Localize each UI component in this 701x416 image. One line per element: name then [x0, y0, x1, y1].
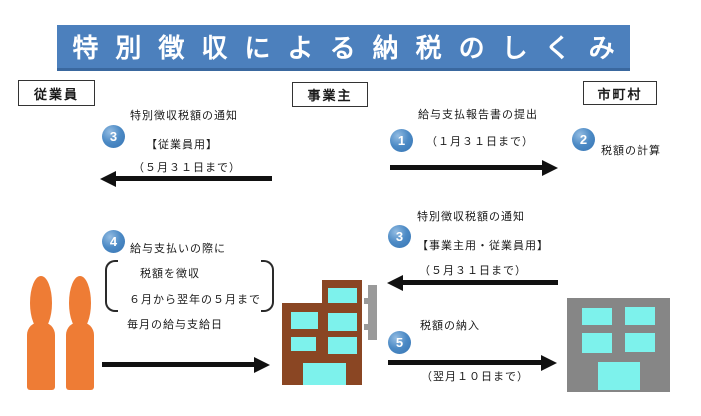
entity-label-employee: 従業員 [33, 86, 79, 102]
window [625, 333, 655, 352]
step-2-badge: 2 [572, 128, 595, 151]
employee-person-icon [26, 276, 56, 390]
step-3-employer-badge: 3 [388, 225, 411, 248]
step-5-deadline: （翌月１０日まで） [421, 371, 529, 383]
person-head [30, 276, 52, 330]
entity-box-employer: 事業主 [292, 82, 368, 107]
step-5-label: 税額の納入 [420, 320, 480, 332]
entity-box-municipality: 市町村 [583, 81, 657, 105]
step-3-employer-label: 特別徴収税額の通知 [417, 211, 525, 223]
arrow-step1 [390, 160, 558, 176]
window [625, 307, 655, 325]
employer-building-icon [282, 280, 378, 392]
arrow-step5 [388, 355, 557, 371]
step-5-badge: 5 [388, 331, 411, 354]
window [291, 337, 316, 351]
entrance-door [598, 362, 640, 390]
step-4-bracket-line2: ６月から翌年の５月まで [129, 294, 261, 306]
arrow-step4 [102, 357, 270, 373]
step-1-deadline: （１月３１日まで） [426, 136, 534, 148]
entity-box-employee: 従業員 [18, 80, 95, 106]
arrowhead-right-icon [542, 160, 558, 176]
step-3-employee-label: 特別徴収税額の通知 [130, 110, 238, 122]
bracket-right-icon [261, 260, 274, 312]
municipality-building-icon [567, 298, 670, 392]
step-3-employee-deadline: （５月３１日まで） [133, 162, 241, 174]
entity-label-municipality: 市町村 [597, 86, 643, 102]
bracket-left-icon [105, 260, 118, 312]
page-title: 特別徴収による納税のしくみ [72, 33, 632, 63]
step-3-employee-target: 【従業員用】 [146, 139, 218, 151]
entrance-door [303, 363, 346, 385]
arrowhead-left-icon [100, 171, 116, 187]
arrow-step3-employer [387, 275, 558, 291]
step-3-employee-badge: 3 [102, 125, 125, 148]
person-body [27, 322, 55, 390]
window [582, 308, 612, 325]
person-body [66, 322, 94, 390]
step-3-employer-deadline: （５月３１日まで） [419, 265, 527, 277]
step-4-schedule: 毎月の給与支給日 [127, 319, 223, 331]
step-2-label: 税額の計算 [601, 145, 661, 157]
sign-pole [368, 285, 377, 340]
step-1-label: 給与支払報告書の提出 [418, 109, 538, 121]
arrowhead-left-icon [387, 275, 403, 291]
step-4-badge: 4 [102, 230, 125, 253]
step-4-bracket-line1: 税額を徴収 [140, 268, 200, 280]
step-4-label: 給与支払いの際に [130, 243, 226, 255]
window [328, 337, 357, 354]
entity-label-employer: 事業主 [307, 88, 353, 103]
arrowhead-right-icon [254, 357, 270, 373]
window [328, 313, 357, 331]
employee-person-icon [65, 276, 95, 390]
person-head [69, 276, 91, 330]
step-1-badge: 1 [390, 129, 413, 152]
window [582, 333, 612, 353]
step-3-employer-target: 【事業主用・従業員用】 [417, 240, 549, 252]
title-banner: 特別徴収による納税のしくみ [57, 25, 630, 71]
arrow-step3-employee [100, 171, 272, 187]
window [291, 312, 318, 329]
window [328, 288, 357, 303]
arrowhead-right-icon [541, 355, 557, 371]
